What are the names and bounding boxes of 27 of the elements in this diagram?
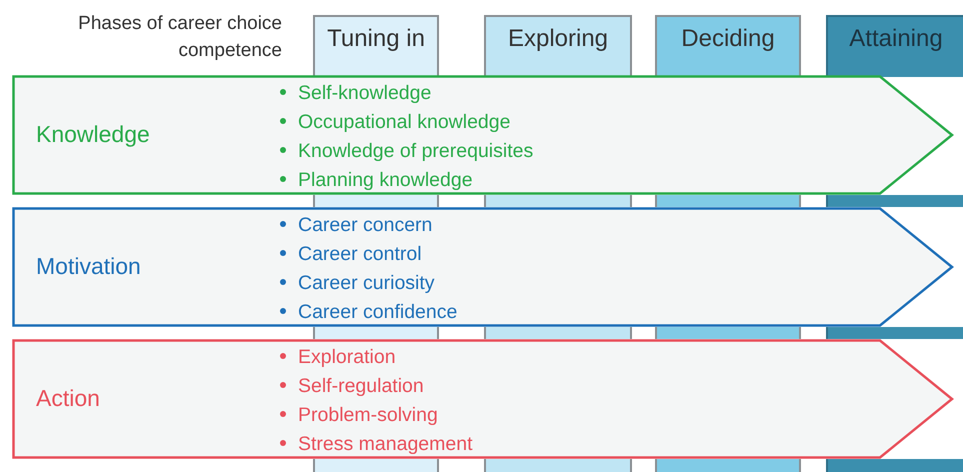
bullet-item: Planning knowledge xyxy=(298,169,473,191)
bullet-item: Career confidence xyxy=(298,301,458,323)
bullet-item: Career curiosity xyxy=(298,272,435,294)
band-heading: Motivation xyxy=(36,253,141,280)
bullet-item: Career concern xyxy=(298,214,432,236)
band-heading: Knowledge xyxy=(36,121,150,148)
bullet-item: Career control xyxy=(298,243,422,265)
phase-column xyxy=(655,15,801,77)
arrow-band xyxy=(12,339,954,459)
bullet-item: Self-regulation xyxy=(298,375,424,397)
bullet-item: Exploration xyxy=(298,346,396,368)
phase-column xyxy=(826,15,963,77)
bullet-item: Stress management xyxy=(298,433,473,455)
phase-column xyxy=(313,15,439,77)
phase-heading: Deciding xyxy=(680,25,776,53)
axis-label: Phases of career choice competence xyxy=(77,12,282,63)
phase-heading: Tuning in xyxy=(326,25,426,53)
bullet-item: Knowledge of prerequisites xyxy=(298,140,534,162)
band-heading: Action xyxy=(36,385,100,412)
bullet-item: Self-knowledge xyxy=(298,82,432,104)
phase-heading: Attaining xyxy=(848,25,944,53)
bullet-item: Problem-solving xyxy=(298,404,438,426)
arrow-band xyxy=(12,207,954,327)
arrow-band xyxy=(12,75,954,195)
phase-heading: Exploring xyxy=(506,25,610,53)
bullet-item: Occupational knowledge xyxy=(298,111,510,133)
phase-column xyxy=(484,15,632,77)
